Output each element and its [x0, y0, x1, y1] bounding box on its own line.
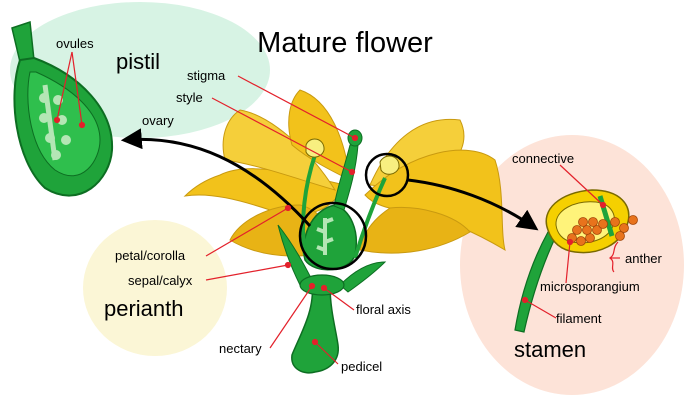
- pointer-lines: [53, 51, 620, 365]
- group-label-pistil: pistil: [116, 49, 160, 74]
- ovule-blobs: [39, 93, 71, 160]
- ovary-inner: [316, 217, 334, 255]
- label-petal-corolla: petal/corolla: [115, 248, 186, 263]
- sepal-right: [339, 261, 387, 293]
- pedicel-stem: [291, 284, 339, 374]
- stamen-magnified: [514, 189, 638, 333]
- petal-back-center: [288, 89, 351, 181]
- anther-zoom-arrow: [407, 178, 539, 231]
- petal-front-right: [359, 206, 471, 254]
- ovary-zoom-circle: [298, 201, 368, 271]
- pollen-grains: [567, 215, 638, 246]
- flower-filament-right: [353, 177, 387, 259]
- label-pedicel: pedicel: [341, 359, 382, 374]
- label-connective: connective: [512, 151, 574, 166]
- label-nectary: nectary: [219, 341, 262, 356]
- label-microsporangium: microsporangium: [540, 279, 640, 294]
- sepal-left: [277, 224, 313, 286]
- label-anther: anther: [625, 251, 663, 266]
- flower-anther-right: [379, 155, 400, 175]
- pistil-magnified: [11, 20, 114, 197]
- label-stigma: stigma: [187, 68, 226, 83]
- label-floral-axis: floral axis: [356, 302, 411, 317]
- nectary-shape: [299, 274, 345, 296]
- label-sepal-calyx: sepal/calyx: [128, 273, 193, 288]
- label-style: style: [176, 90, 203, 105]
- perianth-region-bg: [83, 220, 227, 356]
- diagram-title: Mature flower: [257, 27, 433, 59]
- label-ovules: ovules: [56, 36, 94, 51]
- group-label-perianth: perianth: [104, 296, 184, 321]
- label-ovary: ovary: [142, 113, 174, 128]
- group-label-stamen: stamen: [514, 337, 586, 362]
- anther-zoom-circle: [364, 152, 410, 198]
- label-filament: filament: [556, 311, 602, 326]
- ovary-zoom-arrow: [120, 128, 312, 228]
- flower-anther-left: [305, 138, 325, 158]
- flower-filament-left: [301, 154, 317, 256]
